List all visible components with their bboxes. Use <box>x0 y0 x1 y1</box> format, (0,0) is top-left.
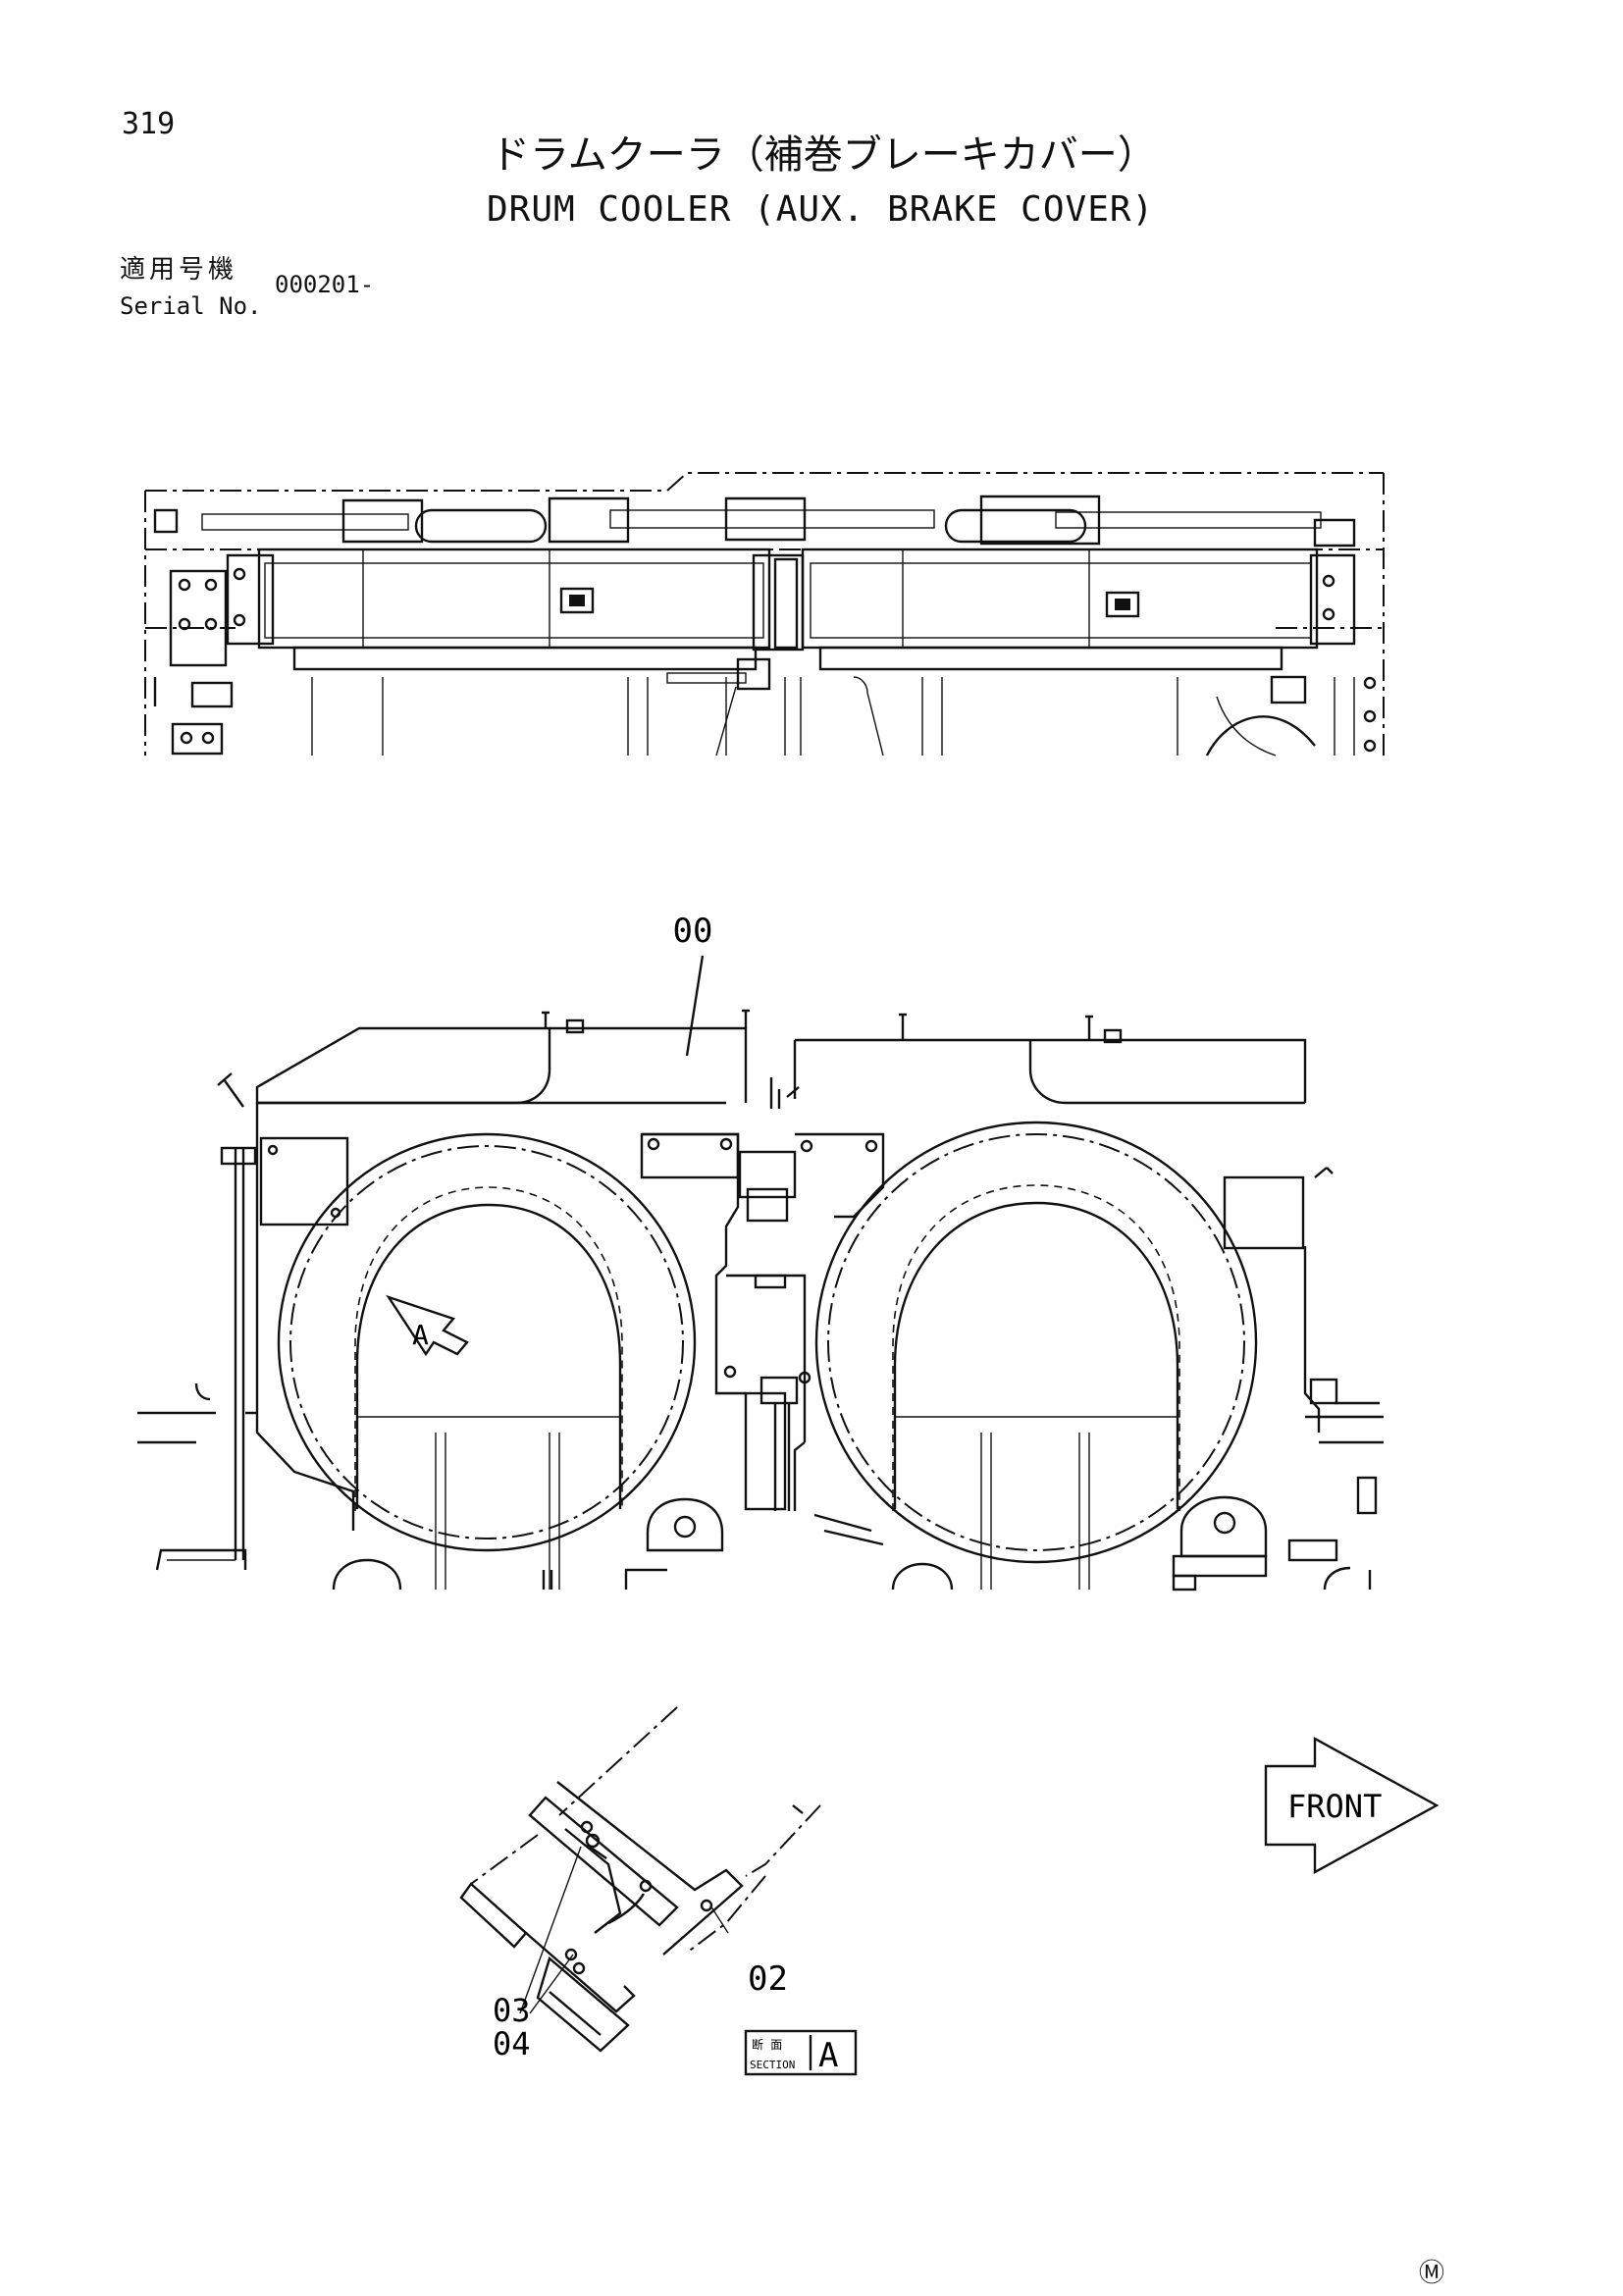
callout-03: 03 <box>493 1992 531 2029</box>
title-japanese: ドラムクーラ（補巻ブレーキカバー） <box>491 132 1157 178</box>
page-number: 319 <box>122 107 176 141</box>
callout-04: 04 <box>493 2025 531 2062</box>
serial-number-value: 000201- <box>275 271 375 298</box>
callout-00: 00 <box>673 912 713 951</box>
view-a-letter: A <box>412 1319 429 1351</box>
front-arrow-label: FRONT <box>1287 1788 1382 1825</box>
front-arrow-icon <box>1264 1736 1440 1875</box>
section-a-detail <box>459 1706 858 2076</box>
serial-label-japanese: 適用号機 <box>120 255 238 285</box>
serial-label-english: Serial No. <box>120 292 262 320</box>
section-label-english: SECTION <box>750 2059 795 2071</box>
title-english: DRUM COOLER (AUX. BRAKE COVER) <box>487 189 1155 230</box>
manufacturer-mark: Ⓜ <box>1419 2259 1445 2288</box>
top-view <box>144 472 1385 757</box>
section-letter: A <box>818 2036 838 2075</box>
section-label-japanese: 断 面 <box>752 2037 782 2052</box>
callout-02: 02 <box>748 1959 788 1999</box>
front-view <box>137 955 1384 1592</box>
